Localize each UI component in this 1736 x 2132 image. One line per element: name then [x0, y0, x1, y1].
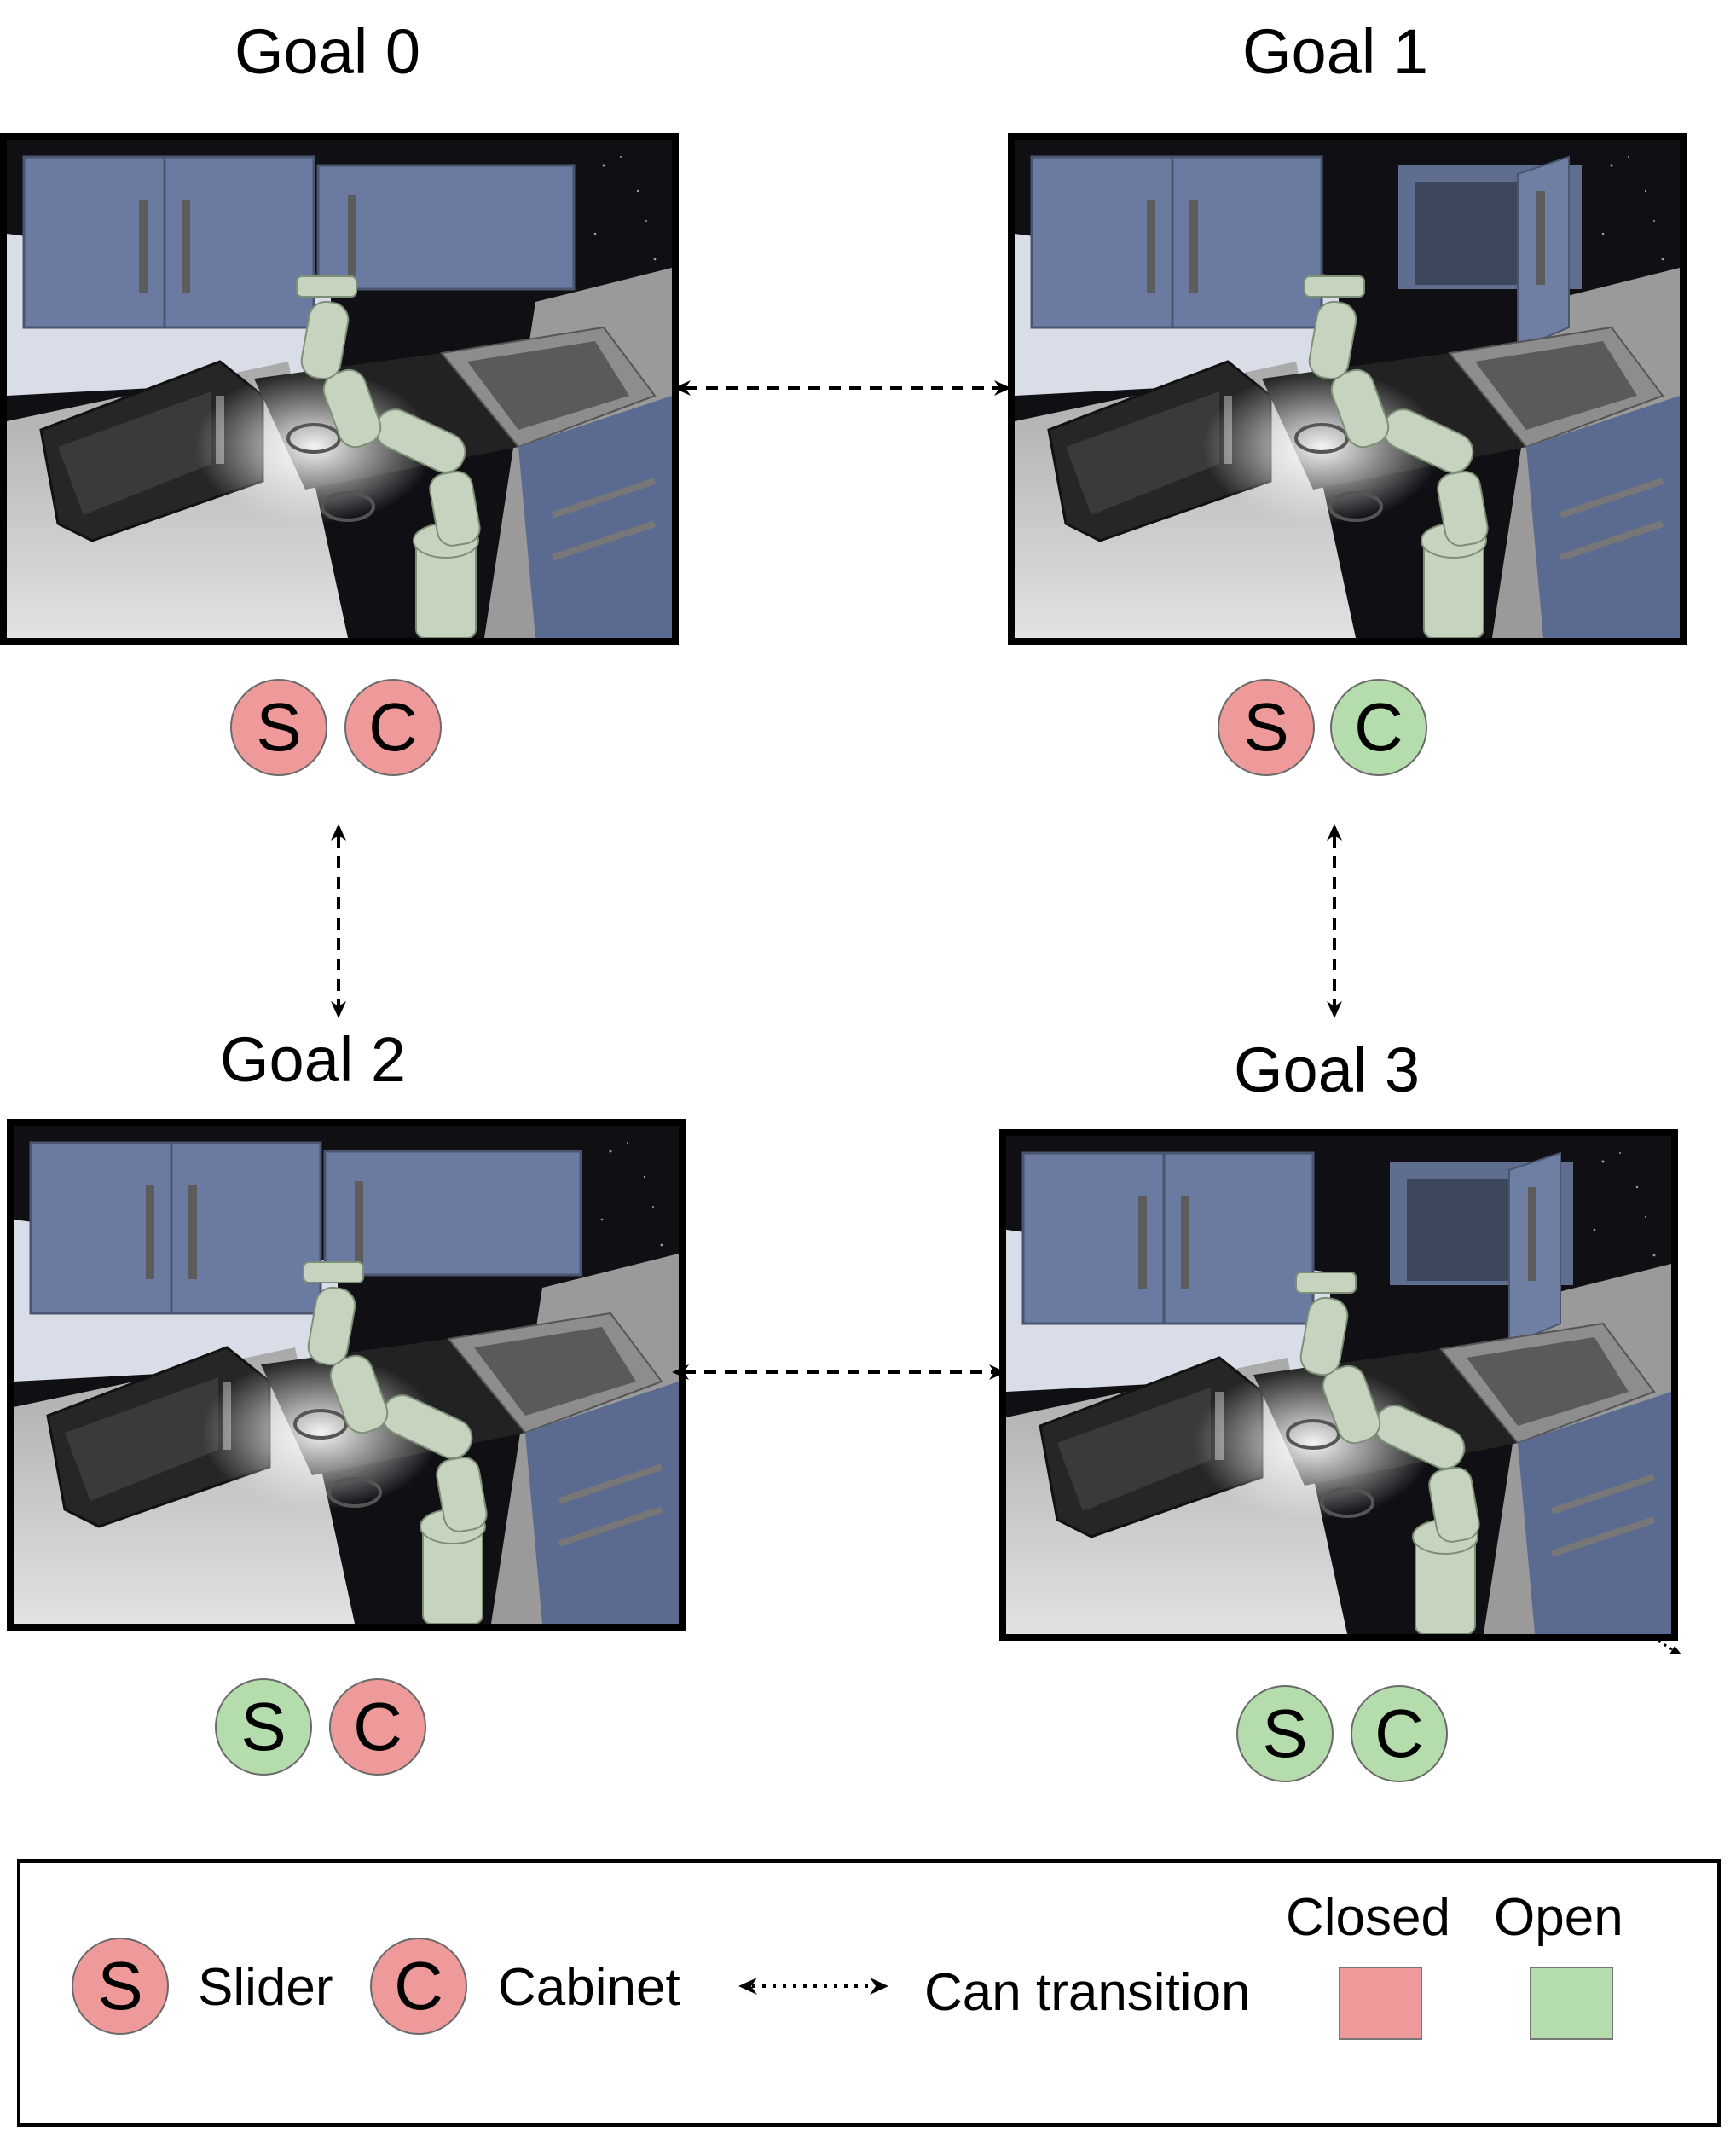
goal-3-slider-state: S [1236, 1685, 1334, 1782]
legend-closed-swatch [1339, 1967, 1422, 2040]
transition-arrow-goal0-goal2 [331, 824, 346, 1018]
legend-slider-circle: S [72, 1938, 169, 2035]
goal-2-scene-image [7, 1119, 686, 1631]
transition-arrow-goal1-goal3 [1327, 824, 1342, 1018]
goal-0-slider-letter: S [256, 689, 302, 765]
legend-cabinet-circle: C [370, 1938, 467, 2035]
goal-0-title: Goal 0 [234, 16, 421, 87]
goal-0-scene-image [0, 133, 679, 645]
goal-3-title: Goal 3 [1233, 1034, 1421, 1105]
goal-3-scene-image [999, 1129, 1678, 1641]
legend-closed-label: Closed [1286, 1888, 1450, 1947]
goal-2-title: Goal 2 [219, 1024, 407, 1095]
goal-1-scene-image [1008, 133, 1687, 645]
legend-box: S Slider C Cabinet Can transition Closed… [17, 1859, 1721, 2127]
legend-open-swatch [1530, 1967, 1613, 2040]
legend-slider-letter: S [97, 1948, 143, 2024]
legend-transition-arrow [738, 1978, 888, 1995]
goal-0-slider-state: S [230, 679, 327, 776]
legend-open-label: Open [1494, 1888, 1623, 1947]
goal-1-title: Goal 1 [1241, 16, 1429, 87]
goal-3-cabinet-letter: C [1374, 1695, 1424, 1771]
goal-3-cabinet-state: C [1351, 1685, 1448, 1782]
goal-0-cabinet-letter: C [368, 689, 418, 765]
stray-arrow-mark [1652, 1636, 1681, 1654]
goal-2-cabinet-letter: C [353, 1689, 402, 1764]
goal-3-slider-letter: S [1262, 1695, 1308, 1771]
goal-1-slider-letter: S [1243, 689, 1289, 765]
goal-2-slider-state: S [215, 1678, 312, 1776]
legend-cabinet-letter: C [394, 1948, 443, 2024]
legend-transition-label: Can transition [924, 1963, 1251, 2022]
goal-0-cabinet-state: C [344, 679, 442, 776]
goal-2-cabinet-state: C [329, 1678, 426, 1776]
goal-1-cabinet-state: C [1330, 679, 1427, 776]
legend-cabinet-label: Cabinet [498, 1958, 680, 2017]
transition-arrow-goal2-goal3 [672, 1364, 1006, 1380]
goal-1-cabinet-letter: C [1354, 689, 1403, 765]
legend-slider-label: Slider [198, 1958, 333, 2017]
goal-2-slider-letter: S [240, 1689, 286, 1764]
transition-arrow-goal0-goal1 [674, 380, 1011, 396]
goal-1-slider-state: S [1218, 679, 1315, 776]
